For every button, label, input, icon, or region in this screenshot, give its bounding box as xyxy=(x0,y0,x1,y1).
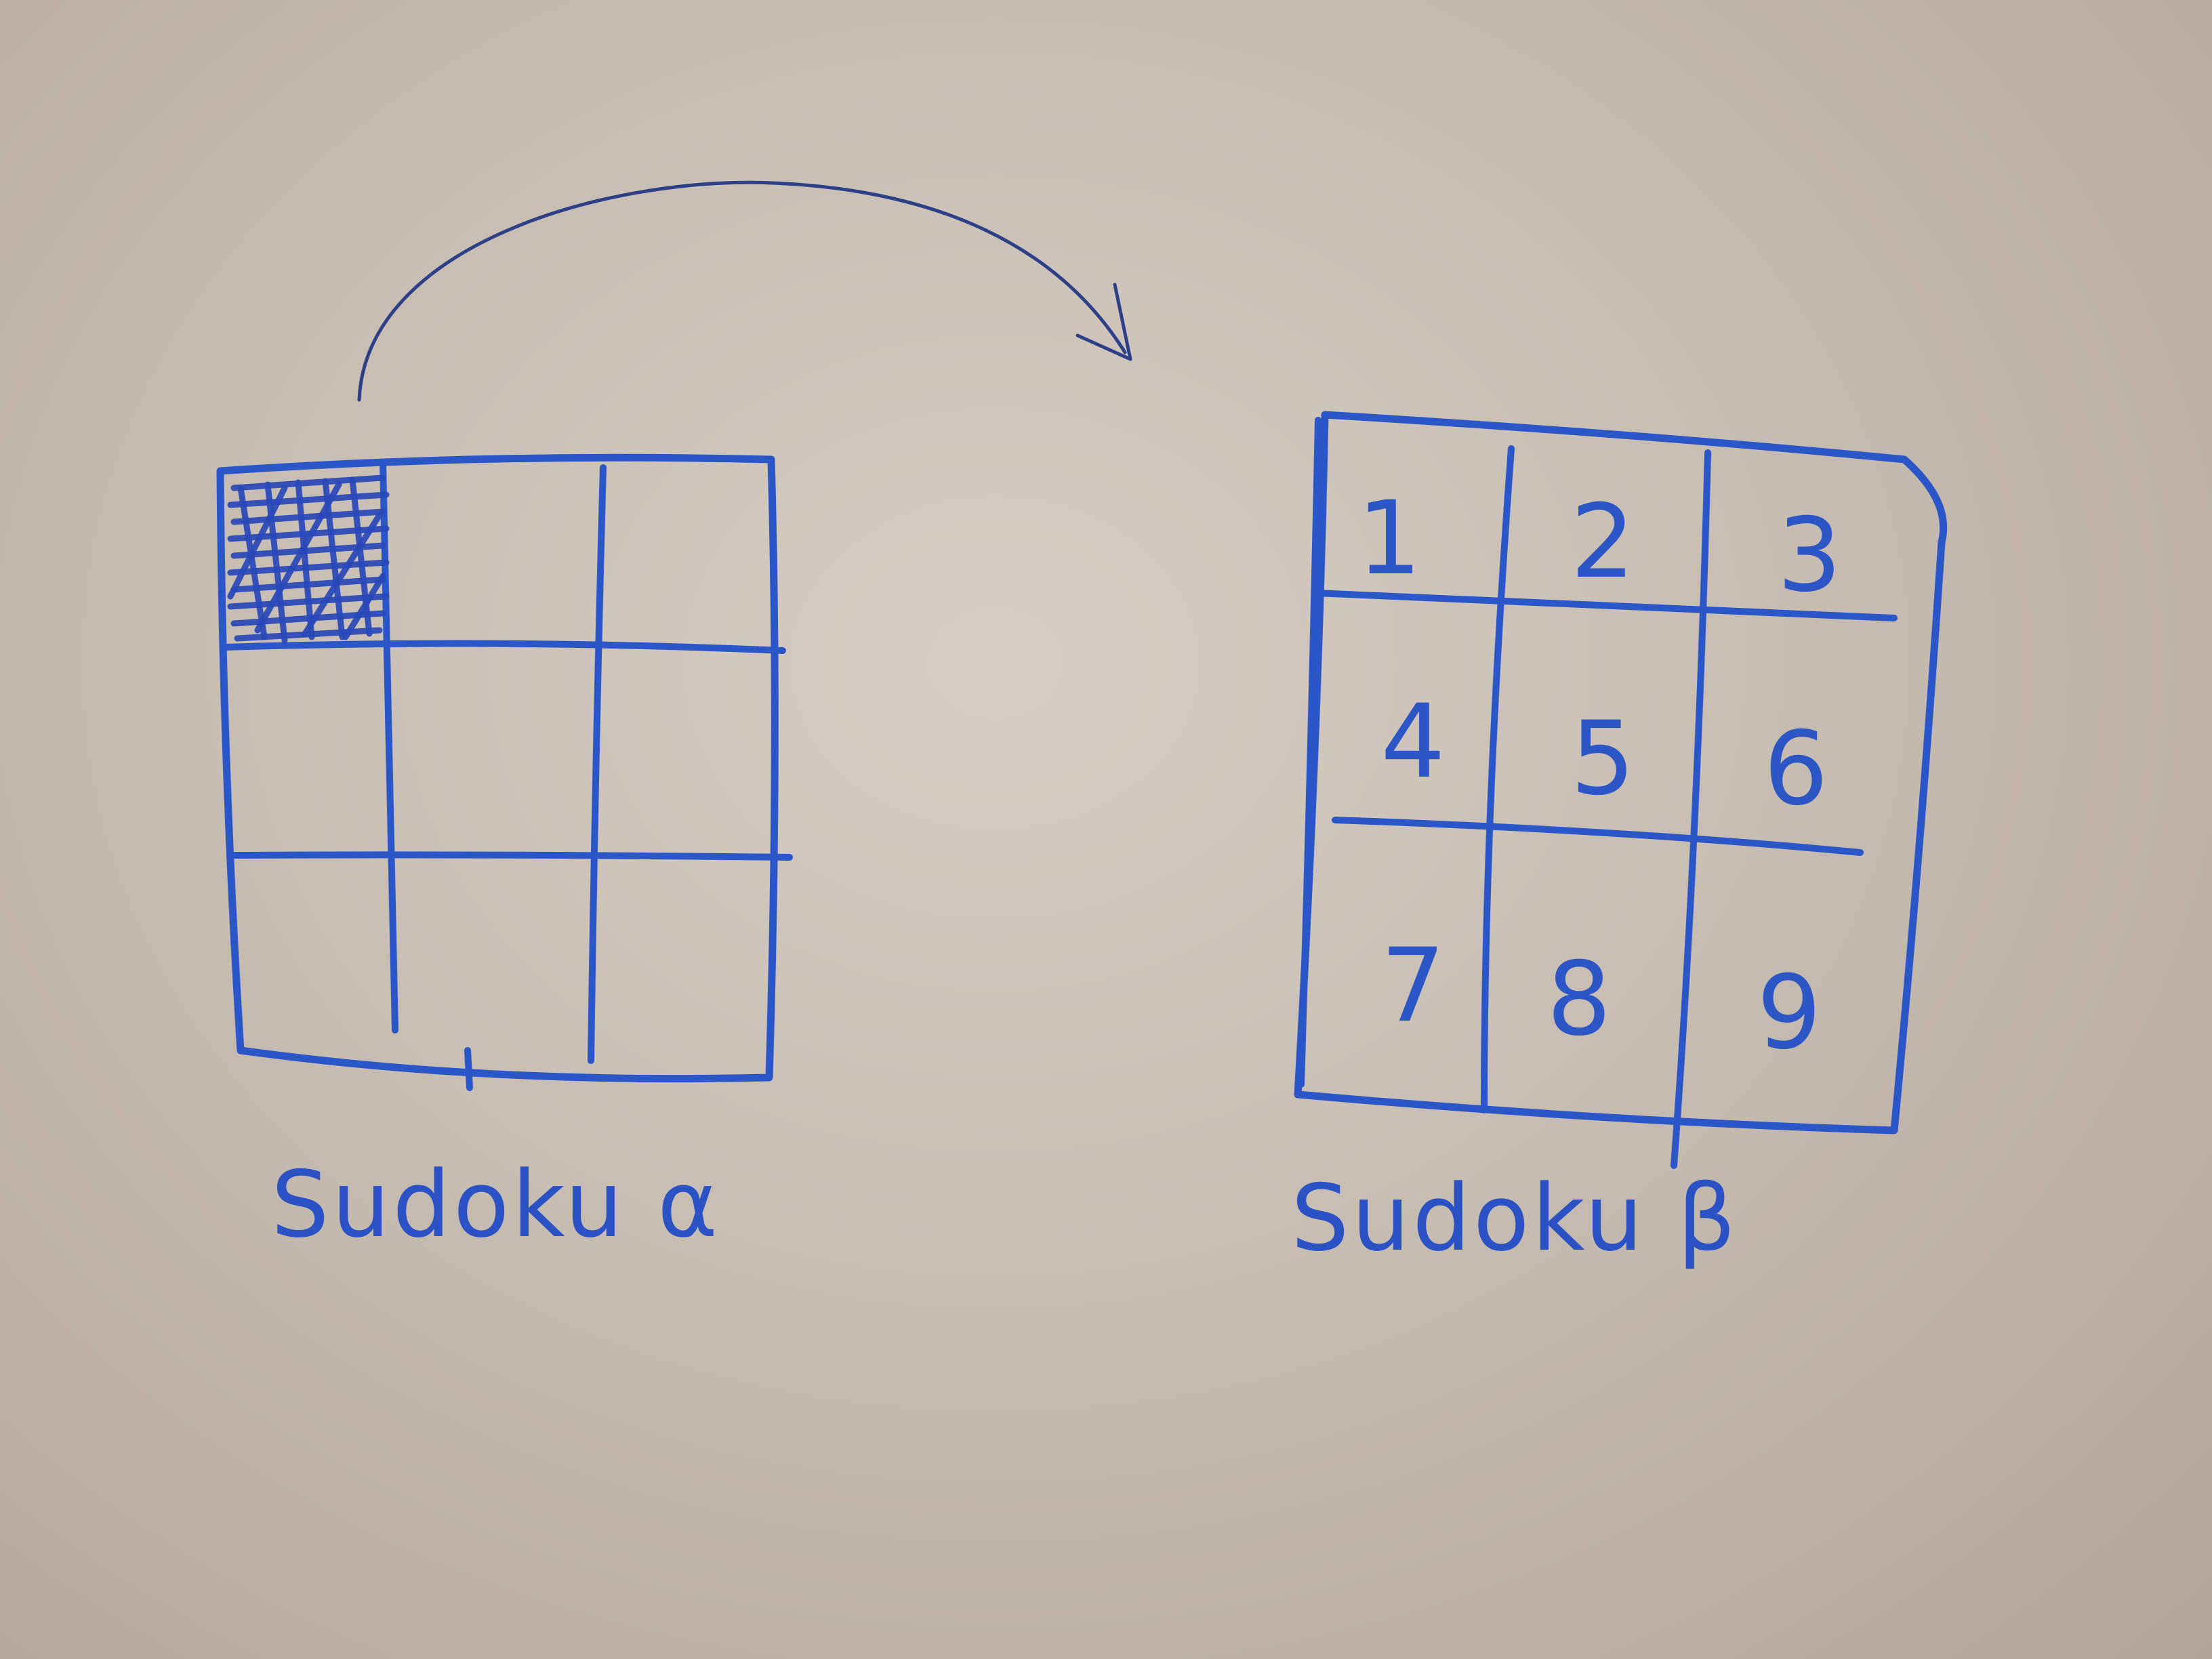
sudoku-beta-cell-2: 2 xyxy=(1570,483,1635,601)
sudoku-beta-cell-8: 8 xyxy=(1547,941,1611,1059)
sudoku-beta-cell-7: 7 xyxy=(1380,927,1445,1045)
sudoku-beta-cell-9: 9 xyxy=(1757,954,1821,1072)
sudoku-alpha-shaded-cell xyxy=(227,474,390,644)
transition-arrow xyxy=(357,180,1132,402)
sudoku-beta-cell-6: 6 xyxy=(1763,710,1828,828)
sudoku-beta-grid: 1 2 3 4 5 6 7 8 9 xyxy=(1294,411,1948,1169)
sudoku-beta-cell-1: 1 xyxy=(1357,480,1421,598)
sudoku-beta-cell-3: 3 xyxy=(1777,497,1841,615)
sudoku-beta-cell-4: 4 xyxy=(1380,683,1445,801)
sudoku-beta-cell-5: 5 xyxy=(1570,700,1635,818)
sudoku-alpha-grid xyxy=(216,453,793,1091)
sudoku-beta-caption: Sudoku β xyxy=(1291,1165,1739,1271)
sudoku-alpha-caption: Sudoku α xyxy=(271,1151,721,1258)
